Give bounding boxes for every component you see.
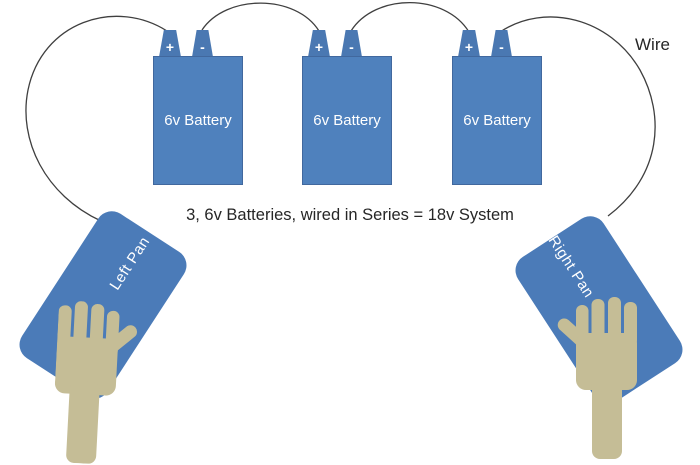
plus-sign: +: [464, 39, 474, 55]
battery-1-label: 6v Battery: [164, 112, 232, 129]
battery-2-plus-terminal: +: [308, 30, 330, 57]
minus-sign: -: [349, 39, 354, 55]
right-hand-icon: [557, 297, 637, 459]
minus-sign: -: [200, 39, 205, 55]
left-hand-icon: [54, 301, 138, 464]
battery-3-label: 6v Battery: [463, 112, 531, 129]
battery-2: + - 6v Battery: [302, 30, 392, 185]
battery-3-plus-terminal: +: [458, 30, 480, 57]
battery-2-label: 6v Battery: [313, 112, 381, 129]
wire-battery1-minus-to-battery2-plus: [201, 2, 320, 32]
battery-1-plus-terminal: +: [159, 30, 181, 57]
minus-sign: -: [499, 39, 504, 55]
battery-1-minus-terminal: -: [192, 30, 213, 57]
wire-label: Wire: [635, 35, 670, 54]
battery-1: + - 6v Battery: [153, 30, 243, 185]
battery-1-body: 6v Battery: [153, 56, 243, 185]
battery-2-minus-terminal: -: [341, 30, 362, 57]
series-caption: 3, 6v Batteries, wired in Series = 18v S…: [186, 206, 514, 224]
wire-battery2-minus-to-battery3-plus: [350, 2, 470, 33]
wire-left-pan-to-battery1-plus: [25, 15, 168, 222]
battery-3-body: 6v Battery: [452, 56, 542, 185]
battery-3: + - 6v Battery: [452, 30, 542, 185]
battery-2-body: 6v Battery: [302, 56, 392, 185]
wire-battery3-minus-to-right-pan: [499, 16, 656, 217]
plus-sign: +: [314, 39, 324, 55]
plus-sign: +: [165, 39, 175, 55]
battery-3-minus-terminal: -: [491, 30, 512, 57]
